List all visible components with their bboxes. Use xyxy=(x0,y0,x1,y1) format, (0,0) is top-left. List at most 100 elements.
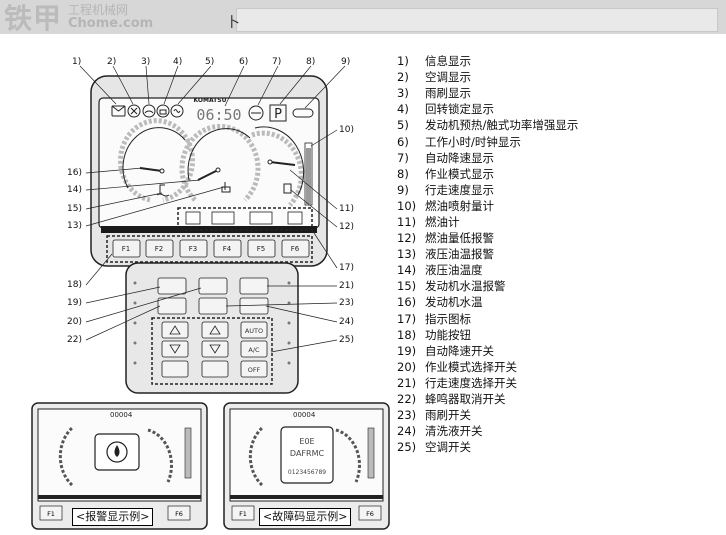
temp-up-button[interactable] xyxy=(161,321,189,339)
legend-label: 信息显示 xyxy=(425,54,471,69)
auto-decel-switch[interactable] xyxy=(157,277,187,295)
callout-9: 9) xyxy=(341,57,350,67)
callout-19: 19) xyxy=(67,298,82,308)
leader-line xyxy=(112,65,134,105)
error-f6-label: F6 xyxy=(366,510,374,518)
top-switches xyxy=(157,277,269,315)
ac-button[interactable] xyxy=(240,340,268,358)
coolant-gauge-outline xyxy=(122,127,186,189)
legend-item: 21)行走速度选择开关 xyxy=(397,375,717,391)
legend-label: 液压油温报警 xyxy=(425,247,494,262)
callout-13: 13) xyxy=(67,221,82,231)
warning-f1-button[interactable] xyxy=(39,505,63,521)
legend-num: 2) xyxy=(397,70,409,85)
fn-button-group xyxy=(106,235,313,263)
panel-dots xyxy=(133,281,291,365)
fn-button-f3[interactable] xyxy=(179,239,208,258)
mode-indicator-box xyxy=(269,104,287,122)
coolant-gauge-needle xyxy=(139,167,163,172)
washer-switch[interactable] xyxy=(239,297,269,315)
hydraulic-gauge-outline xyxy=(187,128,251,181)
warning-hour-counter: 00004 xyxy=(110,411,133,419)
fan-down-button[interactable] xyxy=(201,340,229,358)
panel-dot xyxy=(287,301,291,305)
error-f6-button[interactable] xyxy=(358,505,382,521)
legend-num: 13) xyxy=(397,247,417,262)
wiper-icon xyxy=(142,104,156,118)
callout-6: 6) xyxy=(239,57,248,67)
legend-item: 5)发动机预热/触式功率增强显示 xyxy=(397,117,717,133)
leader-line xyxy=(177,65,212,105)
warning-f6-button[interactable] xyxy=(167,505,191,521)
legend-item: 13) 液压油温报警 xyxy=(397,246,717,262)
warning-right-gauge xyxy=(147,428,173,483)
leader-line xyxy=(304,65,346,109)
legend-label: 作业模式显示 xyxy=(425,166,494,181)
fn-button-f4[interactable] xyxy=(213,239,242,258)
legend-label: 蜂鸣器取消开关 xyxy=(425,392,506,407)
error-code-line-3: 0123456789 xyxy=(288,469,326,476)
wiper-switch[interactable] xyxy=(198,297,228,315)
recirc-button[interactable] xyxy=(161,360,189,378)
legend-item: 11)燃油计 xyxy=(397,214,717,230)
leader-line xyxy=(85,287,202,323)
watermark-cn: 工程机械网 xyxy=(68,3,129,17)
legend-item: 9) 行走速度显示 xyxy=(397,182,717,198)
fan-up-button[interactable] xyxy=(201,321,229,339)
fn-label-f3: F3 xyxy=(189,245,197,253)
panel-dot xyxy=(287,361,291,365)
error-code-line-2: DAFRMC xyxy=(290,449,325,458)
panel-dot xyxy=(133,281,137,285)
callout-4: 4) xyxy=(173,57,182,67)
panel-dot xyxy=(133,301,137,305)
fn-button-f5[interactable] xyxy=(247,239,276,258)
error-code-line-1: E0E xyxy=(299,437,314,446)
ac-button-label: A/C xyxy=(248,346,260,354)
fn-label-f5: F5 xyxy=(257,245,265,253)
aircon-labels: AUTO A/C OFF xyxy=(245,327,263,374)
leader-line xyxy=(85,186,225,227)
legend-num: 6) xyxy=(397,134,409,149)
message-icon xyxy=(111,105,126,117)
legend-item: 18)功能按钮 xyxy=(397,327,717,343)
legend-item: 19)自动降速开关 xyxy=(397,343,717,359)
legend-num: 9) xyxy=(397,182,409,197)
callout-12: 12) xyxy=(339,222,354,232)
legend-num: 14) xyxy=(397,263,417,278)
down-arrow-icon xyxy=(169,344,181,354)
warning-f6-label: F6 xyxy=(175,510,183,518)
fn-button-f1[interactable] xyxy=(112,239,141,258)
coolant-gauge-hub xyxy=(159,168,165,174)
legend-item: 8)作业模式显示 xyxy=(397,166,717,182)
monitor-brand: KOMATSU xyxy=(194,97,227,104)
legend-label: 行走速度显示 xyxy=(425,182,494,197)
warning-example-caption: <报警显示例> xyxy=(72,508,154,526)
leader-line xyxy=(290,189,338,228)
hydraulic-warning-icon xyxy=(221,182,231,193)
engine-warning-icon xyxy=(106,441,128,463)
legend-item: 10)燃油喷射量计 xyxy=(397,198,717,214)
fn-button-f2[interactable] xyxy=(145,239,174,258)
auto-button[interactable] xyxy=(240,321,268,339)
buzzer-cancel-switch[interactable] xyxy=(157,297,187,315)
callout-5: 5) xyxy=(205,57,214,67)
fn-button-f6[interactable] xyxy=(281,239,310,258)
indicator-book-icon xyxy=(249,211,273,225)
legend-label: 功能按钮 xyxy=(425,327,471,342)
legend-num: 21) xyxy=(397,375,417,390)
panel-dot xyxy=(287,341,291,345)
fn-label-f4: F4 xyxy=(223,245,232,253)
work-mode-switch[interactable] xyxy=(198,277,228,295)
aircon-icon xyxy=(127,104,141,118)
legend-item: 23)雨刷开关 xyxy=(397,407,717,423)
legend-item: 7)自动降速显示 xyxy=(397,150,717,166)
temp-down-button[interactable] xyxy=(161,340,189,358)
error-f1-button[interactable] xyxy=(231,505,255,521)
legend-label: 燃油计 xyxy=(425,214,460,229)
vent-button[interactable] xyxy=(201,360,229,378)
error-hour-counter: 00004 xyxy=(293,411,316,419)
travel-speed-switch[interactable] xyxy=(239,277,269,295)
legend-list: 1)信息显示 2)空调显示 3)雨刷显示 4)回转锁定显示 5)发动机预热/触式… xyxy=(397,53,717,455)
off-button[interactable] xyxy=(240,360,268,378)
legend-num: 7) xyxy=(397,150,409,165)
